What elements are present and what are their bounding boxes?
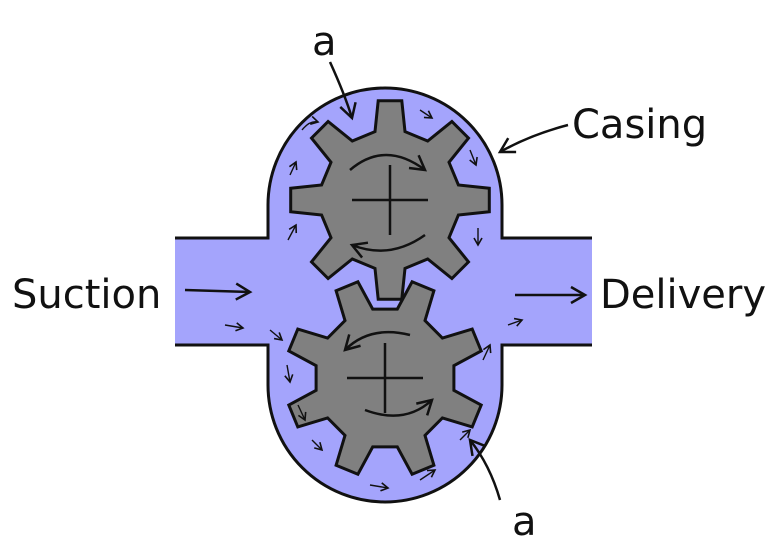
casing-pointer-arrow-icon — [497, 123, 569, 154]
gap-bottom-pointer-arrow-icon — [468, 438, 502, 501]
gap-top-pointer-arrow-icon — [328, 61, 357, 121]
gap-top-label: a — [312, 19, 337, 65]
gap-bottom-label: a — [512, 499, 537, 545]
upper-gear-center-cross-icon — [352, 165, 428, 235]
suction-flow-arrow-icon — [184, 282, 253, 301]
upper-rotation-arrow-icon — [349, 233, 426, 259]
casing-label: Casing — [572, 102, 707, 148]
lower-rotation-arrow-icon — [343, 330, 411, 352]
upper-rotation-arrow-icon — [349, 153, 428, 172]
lower-rotation-arrow-icon — [364, 398, 434, 417]
suction-label: Suction — [12, 272, 161, 318]
delivery-label: Delivery — [600, 272, 766, 318]
casing-outline — [175, 86, 592, 504]
lower-gear-center-cross-icon — [347, 343, 423, 413]
flow-arrows — [224, 109, 524, 492]
